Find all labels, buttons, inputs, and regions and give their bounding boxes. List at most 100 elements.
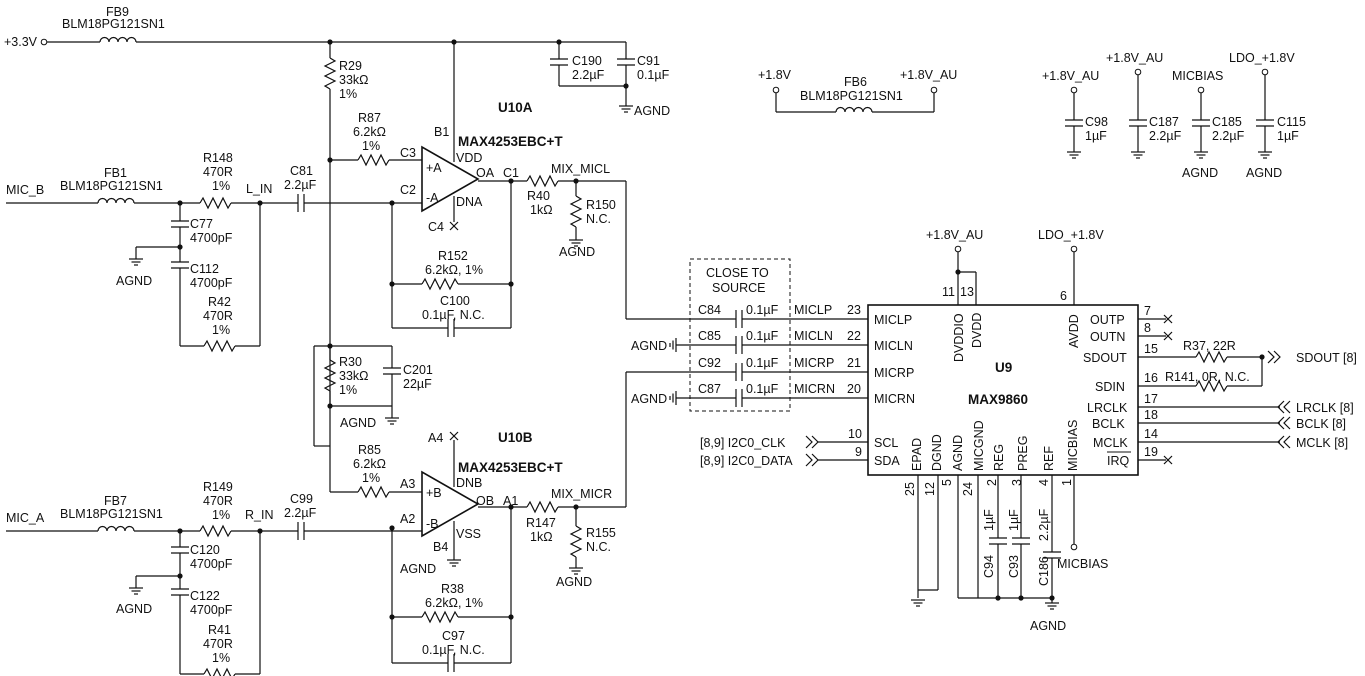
svg-text:AGND: AGND bbox=[1246, 166, 1282, 180]
svg-text:AGND: AGND bbox=[556, 575, 592, 589]
svg-text:MIC_A: MIC_A bbox=[6, 511, 45, 525]
svg-text:AGND: AGND bbox=[951, 435, 965, 471]
svg-text:17: 17 bbox=[1144, 392, 1158, 406]
svg-text:DVDD: DVDD bbox=[970, 313, 984, 348]
svg-text:C190: C190 bbox=[572, 54, 602, 68]
mic-a-input: MIC_A FB7 BLM18PG121SN1 R149 470R 1% R_I… bbox=[6, 480, 422, 676]
svg-text:EPAD: EPAD bbox=[910, 438, 924, 471]
svg-text:R37, 22R: R37, 22R bbox=[1183, 339, 1236, 353]
svg-text:MICRN: MICRN bbox=[874, 392, 915, 406]
svg-text:11: 11 bbox=[942, 285, 955, 299]
svg-text:C120: C120 bbox=[190, 543, 220, 557]
svg-text:A4: A4 bbox=[428, 431, 443, 445]
svg-text:21: 21 bbox=[847, 356, 861, 370]
svg-text:AGND: AGND bbox=[559, 245, 595, 259]
svg-text:DNA: DNA bbox=[456, 195, 483, 209]
svg-text:6.2kΩ, 1%: 6.2kΩ, 1% bbox=[425, 263, 483, 277]
svg-text:R141, 0R, N.C.: R141, 0R, N.C. bbox=[1165, 370, 1250, 384]
svg-text:470R: 470R bbox=[203, 309, 233, 323]
svg-text:2.2µF: 2.2µF bbox=[1037, 508, 1051, 541]
svg-text:R30: R30 bbox=[339, 355, 362, 369]
svg-text:R85: R85 bbox=[358, 443, 381, 457]
svg-text:C4: C4 bbox=[428, 220, 444, 234]
svg-text:AGND: AGND bbox=[631, 339, 667, 353]
capacitor-c91: C91 0.1µF AGND bbox=[617, 42, 670, 118]
mix-micl-label: MIX_MICL bbox=[551, 162, 610, 176]
svg-text:SDOUT [8]: SDOUT [8] bbox=[1296, 351, 1357, 365]
svg-text:BLM18PG121SN1: BLM18PG121SN1 bbox=[60, 179, 163, 193]
svg-text:12: 12 bbox=[923, 482, 937, 496]
svg-text:15: 15 bbox=[1144, 342, 1158, 356]
svg-text:1µF: 1µF bbox=[1085, 129, 1107, 143]
svg-text:C81: C81 bbox=[290, 164, 313, 178]
svg-text:1%: 1% bbox=[339, 383, 357, 397]
svg-text:1%: 1% bbox=[212, 651, 230, 665]
svg-text:R87: R87 bbox=[358, 111, 381, 125]
svg-text:7: 7 bbox=[1144, 304, 1151, 318]
svg-text:C187: C187 bbox=[1149, 115, 1179, 129]
svg-text:C185: C185 bbox=[1212, 115, 1242, 129]
svg-text:C122: C122 bbox=[190, 589, 220, 603]
svg-text:BLM18PG121SN1: BLM18PG121SN1 bbox=[800, 89, 903, 103]
svg-text:-A: -A bbox=[426, 191, 439, 205]
svg-text:1kΩ: 1kΩ bbox=[530, 203, 553, 217]
svg-text:B4: B4 bbox=[433, 540, 448, 554]
svg-text:R29: R29 bbox=[339, 59, 362, 73]
svg-text:A3: A3 bbox=[400, 477, 415, 491]
svg-text:MCLK [8]: MCLK [8] bbox=[1296, 436, 1348, 450]
u9-ref: U9 bbox=[995, 360, 1012, 375]
fb9-ref: FB9 bbox=[106, 5, 129, 19]
svg-text:14: 14 bbox=[1144, 427, 1158, 441]
svg-text:1µF: 1µF bbox=[982, 509, 996, 531]
resistor-r147: R147 1kΩ MIX_MICR R155 N.C. AGND bbox=[526, 371, 734, 589]
svg-text:AVDD: AVDD bbox=[1067, 314, 1081, 348]
svg-text:4700pF: 4700pF bbox=[190, 603, 233, 617]
svg-text:R148: R148 bbox=[203, 151, 233, 165]
coupling-caps: CLOSE TO SOURCE C84 0.1µF MICLP AGND C85… bbox=[631, 258, 868, 412]
svg-text:B1: B1 bbox=[434, 125, 449, 139]
svg-text:1%: 1% bbox=[212, 179, 230, 193]
svg-text:+A: +A bbox=[426, 161, 442, 175]
u9-part: MAX9860 bbox=[968, 392, 1028, 407]
svg-text:REG: REG bbox=[992, 444, 1006, 471]
svg-text:C115: C115 bbox=[1277, 115, 1306, 129]
svg-text:1µF: 1µF bbox=[1007, 509, 1021, 531]
svg-text:+B: +B bbox=[426, 486, 442, 500]
svg-text:OUTN: OUTN bbox=[1090, 330, 1125, 344]
svg-text:REF: REF bbox=[1042, 446, 1056, 471]
svg-text:MCLK: MCLK bbox=[1093, 436, 1128, 450]
svg-text:AGND: AGND bbox=[116, 602, 152, 616]
svg-text:6.2kΩ, 1%: 6.2kΩ, 1% bbox=[425, 596, 483, 610]
svg-text:2.2µF: 2.2µF bbox=[1212, 129, 1245, 143]
svg-text:AGND: AGND bbox=[631, 392, 667, 406]
svg-text:6.2kΩ: 6.2kΩ bbox=[353, 125, 386, 139]
svg-text:2.2µF: 2.2µF bbox=[572, 68, 605, 82]
svg-text:R42: R42 bbox=[208, 295, 231, 309]
svg-text:BCLK [8]: BCLK [8] bbox=[1296, 417, 1346, 431]
svg-text:470R: 470R bbox=[203, 494, 233, 508]
svg-text:LRCLK: LRCLK bbox=[1087, 401, 1128, 415]
svg-text:24: 24 bbox=[961, 482, 975, 496]
svg-text:DNB: DNB bbox=[456, 476, 482, 490]
net-3v3-label: +3.3V bbox=[4, 35, 38, 49]
svg-text:MICLP: MICLP bbox=[874, 313, 912, 327]
svg-text:C92: C92 bbox=[698, 356, 721, 370]
svg-text:MIC_B: MIC_B bbox=[6, 183, 44, 197]
svg-text:5: 5 bbox=[940, 479, 954, 486]
svg-text:L_IN: L_IN bbox=[246, 182, 272, 196]
svg-text:MICGND: MICGND bbox=[972, 420, 986, 471]
svg-text:1%: 1% bbox=[362, 471, 380, 485]
svg-text:0.1µF, N.C.: 0.1µF, N.C. bbox=[422, 643, 485, 657]
svg-text:1kΩ: 1kΩ bbox=[530, 530, 553, 544]
svg-text:R38: R38 bbox=[441, 582, 464, 596]
svg-text:C84: C84 bbox=[698, 303, 721, 317]
svg-text:2.2µF: 2.2µF bbox=[1149, 129, 1182, 143]
svg-text:+1.8V_AU: +1.8V_AU bbox=[1042, 69, 1099, 83]
rail-3v3: +3.3V FB9 BLM18PG121SN1 bbox=[4, 5, 626, 49]
svg-text:R155: R155 bbox=[586, 526, 616, 540]
svg-text:C93: C93 bbox=[1007, 555, 1021, 578]
svg-text:AGND: AGND bbox=[116, 274, 152, 288]
svg-text:+1.8V: +1.8V bbox=[758, 68, 792, 82]
svg-text:SDOUT: SDOUT bbox=[1083, 351, 1127, 365]
